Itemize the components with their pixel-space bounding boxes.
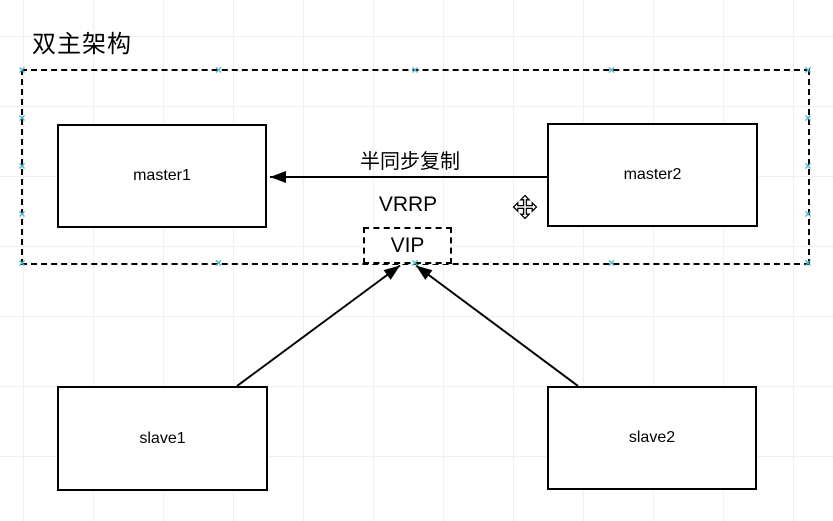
edge-label-replication[interactable]: 半同步复制 — [360, 151, 460, 173]
selection-handle[interactable] — [607, 259, 616, 268]
node-vip[interactable]: VIP — [363, 227, 452, 264]
node-slave2-label: slave2 — [628, 429, 676, 446]
selection-handle[interactable] — [18, 210, 27, 219]
selection-handle[interactable] — [214, 259, 223, 268]
node-master2-label: master2 — [623, 166, 682, 183]
selection-handle[interactable] — [804, 66, 813, 75]
node-master1[interactable]: master1 — [57, 124, 267, 228]
selection-handle[interactable] — [607, 66, 616, 75]
selection-handle[interactable] — [804, 162, 813, 171]
edge-slave1-to-vip[interactable] — [236, 264, 401, 387]
node-slave2[interactable]: slave2 — [547, 386, 757, 490]
selection-handle[interactable] — [804, 114, 813, 123]
move-cursor-icon — [512, 194, 538, 220]
selection-handle[interactable] — [18, 66, 27, 75]
node-slave1-label: slave1 — [139, 429, 186, 447]
selection-handle[interactable] — [18, 259, 27, 268]
selection-handle[interactable] — [804, 259, 813, 268]
selection-handle[interactable] — [18, 114, 27, 123]
selection-handle[interactable] — [411, 66, 420, 75]
vrrp-label[interactable]: VRRP — [378, 193, 438, 216]
node-slave1[interactable]: slave1 — [57, 386, 268, 491]
selection-handle[interactable] — [411, 259, 420, 268]
node-vip-label: VIP — [390, 233, 425, 257]
edge-slave2-to-vip[interactable] — [415, 264, 579, 387]
node-master2[interactable]: master2 — [547, 123, 758, 227]
selection-handle[interactable] — [804, 210, 813, 219]
node-master1-label: master1 — [133, 167, 191, 184]
selection-handle[interactable] — [18, 162, 27, 171]
diagram-title[interactable]: 双主架构 — [32, 31, 132, 58]
selection-handle[interactable] — [214, 66, 223, 75]
